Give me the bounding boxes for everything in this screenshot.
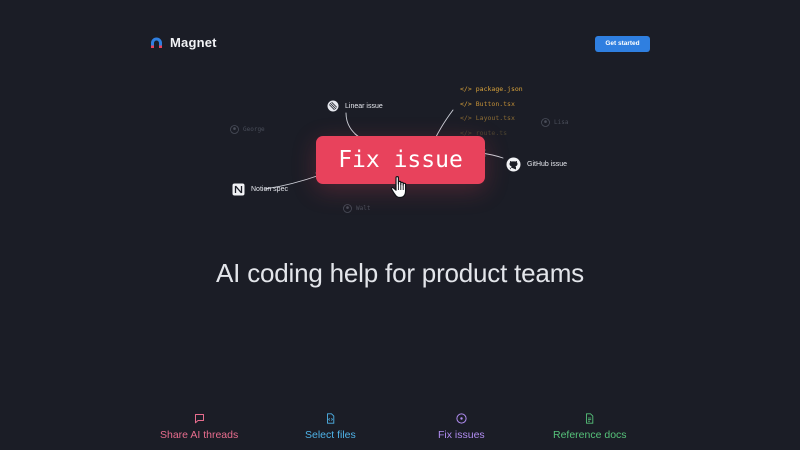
file-code-icon [326, 413, 335, 424]
get-started-button[interactable]: Get started [595, 36, 650, 52]
code-icon: </> [460, 128, 472, 137]
code-icon: </> [460, 114, 472, 122]
target-icon [456, 413, 467, 424]
brand-name: Magnet [170, 35, 217, 50]
feature-label: Select files [305, 429, 356, 441]
file-item: </>route.ts [460, 126, 523, 141]
user-icon [541, 118, 550, 127]
user-icon [230, 125, 239, 134]
github-issue-source: GitHub issue [506, 157, 567, 172]
feature-label: Fix issues [438, 429, 485, 441]
document-icon [586, 413, 594, 424]
fix-issue-button[interactable]: Fix issue [316, 136, 485, 184]
code-icon: </> [460, 99, 472, 108]
magnet-icon [151, 37, 162, 48]
feature-label: Reference docs [553, 429, 627, 441]
github-icon [506, 157, 521, 172]
code-icon: </> [460, 85, 472, 93]
notion-icon [232, 183, 245, 196]
file-list: </>package.json </>Button.tsx </>Layout.… [460, 82, 523, 140]
linear-icon [327, 100, 339, 112]
github-issue-label: GitHub issue [527, 161, 568, 168]
file-item: </>package.json [460, 82, 523, 97]
user-icon [343, 204, 352, 213]
feature-label: Share AI threads [160, 429, 239, 441]
notion-spec-label: Notion spec [251, 186, 288, 193]
hand-cursor-icon [390, 176, 407, 199]
user-lisa: Lisa [541, 118, 568, 127]
feature-fix-issues[interactable]: Fix issues [438, 413, 485, 441]
feature-select-files[interactable]: Select files [305, 413, 356, 441]
linear-issue-source: Linear issue [327, 100, 383, 112]
file-item: </>Button.tsx [460, 97, 523, 112]
notion-spec-source: Notion spec [232, 183, 288, 196]
brand-logo[interactable]: Magnet [149, 35, 217, 50]
message-icon [194, 414, 204, 424]
feature-share-ai-threads[interactable]: Share AI threads [160, 413, 238, 441]
arrow-linear [345, 112, 360, 138]
file-item: </>Layout.tsx [460, 111, 523, 126]
user-walt: Walt [343, 204, 370, 213]
page-headline: AI coding help for product teams [216, 258, 584, 288]
linear-issue-label: Linear issue [345, 102, 383, 110]
feature-reference-docs[interactable]: Reference docs [553, 413, 627, 441]
user-george: George [230, 125, 265, 134]
